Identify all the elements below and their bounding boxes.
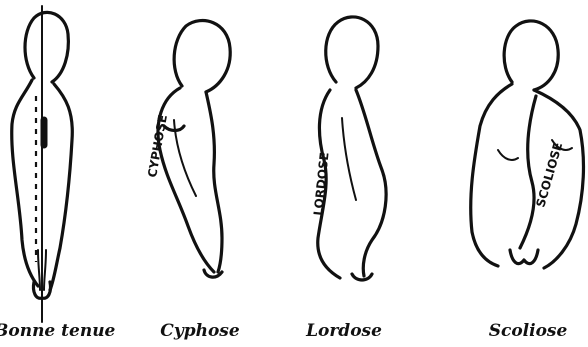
caption-bonne-tenue: Bonne tenue <box>0 318 102 344</box>
figure-scoliose: SCOLIOSE <box>471 21 584 268</box>
buttocks-line <box>510 250 538 264</box>
figure-cyphose: CYPHOSE <box>145 21 230 278</box>
head-outline <box>174 21 230 92</box>
spine-curve <box>520 96 536 248</box>
blade-left <box>498 150 518 160</box>
figure-bonne-tenue <box>12 6 73 322</box>
lordose-spine-label: LORDOSE <box>311 152 332 217</box>
shoulder-left <box>471 84 512 266</box>
front-outline <box>206 92 222 272</box>
front-outline <box>356 90 386 276</box>
caption-scoliose: Scoliose <box>476 318 580 344</box>
head-outline <box>326 17 378 88</box>
body-outline-right <box>50 84 72 290</box>
foot <box>352 274 372 280</box>
head-outline <box>25 12 68 82</box>
caption-cyphose: Cyphose <box>150 318 250 344</box>
figure-lordose: LORDOSE <box>311 17 386 280</box>
head-outline <box>504 21 558 90</box>
body-outline-left <box>12 80 38 286</box>
arm <box>342 118 356 200</box>
scoliose-spine-label: SCOLIOSE <box>533 141 565 209</box>
caption-lordose: Lordose <box>296 318 392 344</box>
